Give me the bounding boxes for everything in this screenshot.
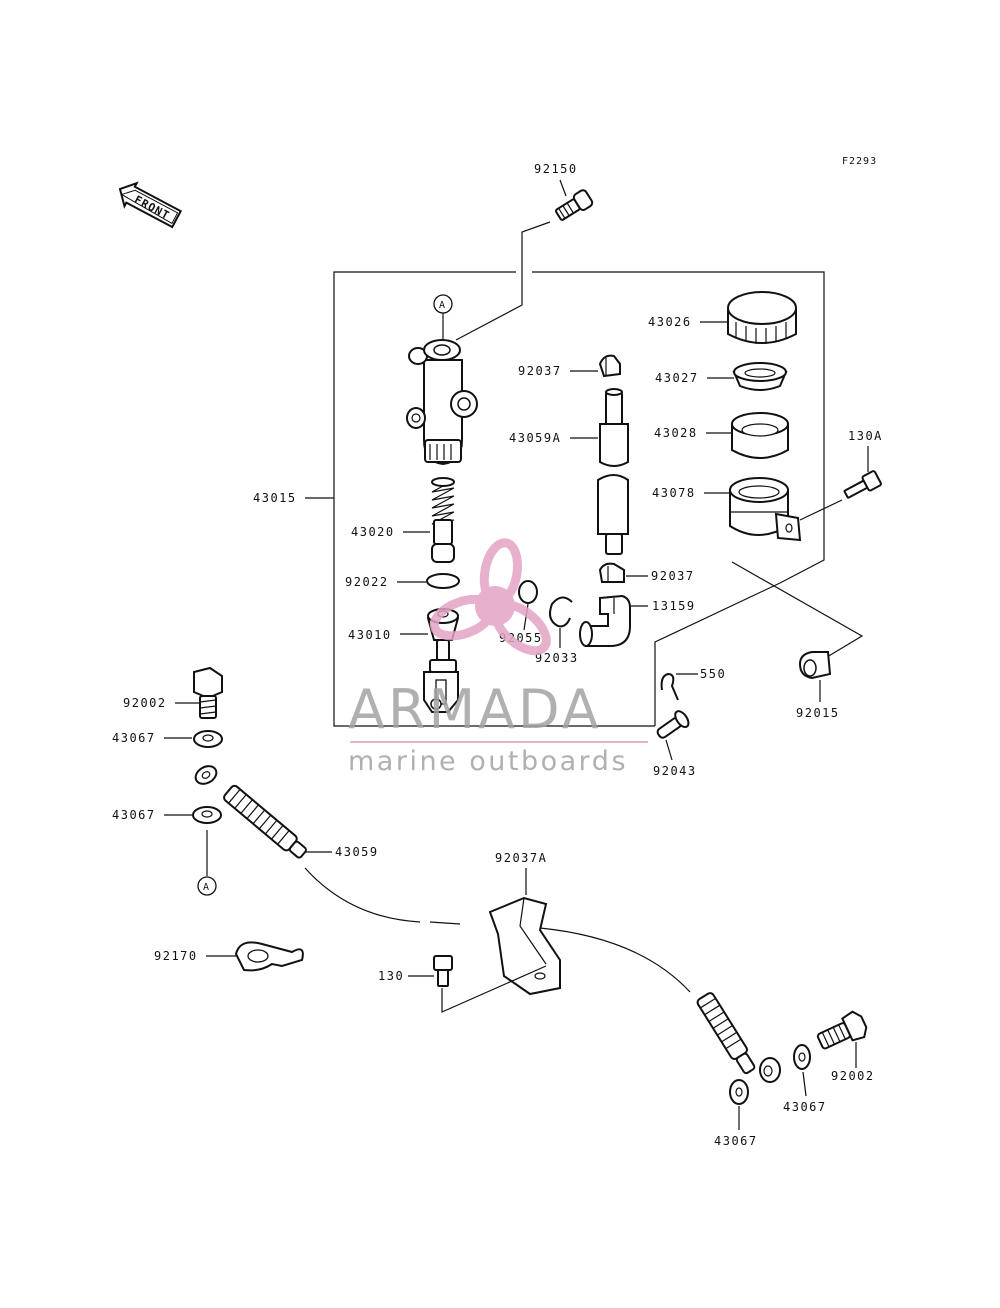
callout-a-bottom: A <box>197 876 217 896</box>
label-92043: 92043 <box>653 764 697 778</box>
part-92037A: 92037A <box>488 851 561 996</box>
part-92002-left: 92002 <box>123 666 223 719</box>
part-13159: 13159 <box>579 594 696 647</box>
label-13159: 13159 <box>652 599 696 613</box>
part-43067-upper: 43067 <box>112 730 223 748</box>
callout-a-top: A <box>433 294 453 340</box>
label-43067-lower: 43067 <box>112 808 156 822</box>
figure-code: F2293 <box>842 156 877 167</box>
part-92043: 92043 <box>653 710 697 778</box>
part-43067-right: 43067 <box>783 1044 827 1114</box>
label-43015: 43015 <box>253 491 297 505</box>
label-92033: 92033 <box>535 651 579 665</box>
label-92037-top: 92037 <box>518 364 562 378</box>
watermark-tagline: marine outboards <box>348 746 628 777</box>
label-92015: 92015 <box>796 706 840 720</box>
label-43067-upper: 43067 <box>112 731 156 745</box>
label-92002-left: 92002 <box>123 696 167 710</box>
label-43026: 43026 <box>648 315 692 329</box>
callout-a-bottom-label: A <box>203 882 210 893</box>
part-92022: 92022 <box>345 573 460 589</box>
part-43027: 43027 <box>655 362 788 391</box>
assembly-frame <box>305 271 825 727</box>
part-92015: 92015 <box>654 561 864 726</box>
label-43067-right: 43067 <box>783 1100 827 1114</box>
label-43067-bottom: 43067 <box>714 1134 758 1148</box>
part-43059A: 43059A <box>509 388 629 555</box>
part-43028: 43028 <box>654 412 789 459</box>
watermark: ARMADA marine outboards <box>348 538 648 777</box>
part-92037-top: 92037 <box>518 354 621 378</box>
label-130A: 130A <box>848 429 883 443</box>
label-43078: 43078 <box>652 486 696 500</box>
label-43027: 43027 <box>655 371 699 385</box>
label-43020: 43020 <box>351 525 395 539</box>
part-43020: 43020 <box>351 477 455 563</box>
right-hose-end <box>696 992 781 1083</box>
part-130: 130 <box>378 955 547 1013</box>
label-43028: 43028 <box>654 426 698 440</box>
label-92002-right: 92002 <box>831 1069 875 1083</box>
part-92170: 92170 <box>154 941 304 972</box>
label-43010: 43010 <box>348 628 392 642</box>
part-43067-bottom: 43067 <box>714 1079 758 1148</box>
label-130: 130 <box>378 969 404 983</box>
label-92170: 92170 <box>154 949 198 963</box>
label-92022: 92022 <box>345 575 389 589</box>
part-92037-mid: 92037 <box>598 562 695 583</box>
label-92037A: 92037A <box>495 851 547 865</box>
master-cylinder-body <box>406 339 478 466</box>
label-92150: 92150 <box>534 162 578 176</box>
label-550: 550 <box>700 667 726 681</box>
label-43059A: 43059A <box>509 431 561 445</box>
front-arrow-icon: FRONT <box>118 181 183 229</box>
part-550: 550 <box>660 667 726 701</box>
part-43078: 43078 <box>652 477 802 542</box>
part-130A: 130A <box>799 429 883 521</box>
label-92037-mid: 92037 <box>651 569 695 583</box>
label-43059: 43059 <box>335 845 379 859</box>
propeller-logo-icon <box>429 538 551 656</box>
part-92002-right: 92002 <box>816 1010 875 1083</box>
part-43059: 43059 <box>194 765 691 993</box>
part-92033: 92033 <box>535 596 579 665</box>
watermark-brand: ARMADA <box>348 678 602 741</box>
part-43067-lower: 43067 <box>112 806 222 876</box>
part-92150: 92150 <box>455 162 594 341</box>
part-43026: 43026 <box>648 291 797 344</box>
callout-a-label: A <box>439 300 446 311</box>
